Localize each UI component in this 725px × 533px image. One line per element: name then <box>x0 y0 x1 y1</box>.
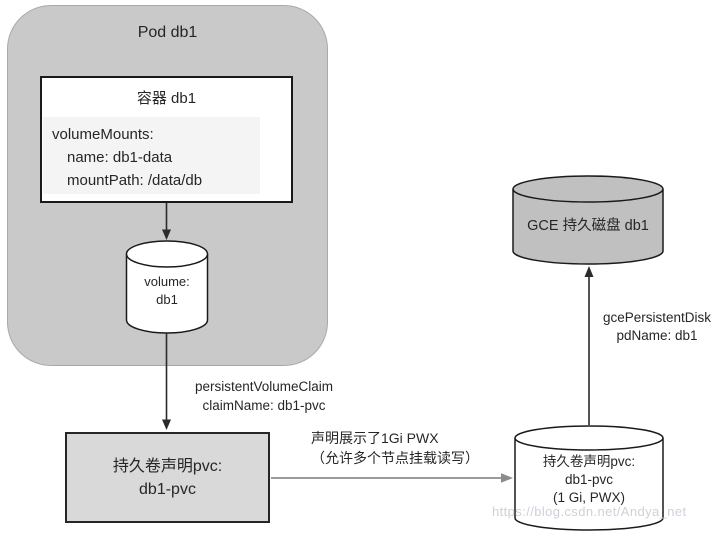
pv-cylinder-label: 持久卷声明pvc: db1-pvc (1 Gi, PWX) <box>519 453 659 507</box>
pv-cylinder-line2: db1-pvc <box>564 472 614 487</box>
gce-edge-label: gcePersistentDisk pdName: db1 <box>591 309 723 344</box>
pod-title: Pod db1 <box>137 24 198 41</box>
pvc-box-line2: db1-pvc <box>139 480 196 498</box>
bind-edge-line1: 声明展示了1Gi PWX <box>311 430 439 446</box>
arrow-pvc-to-pv <box>271 473 513 483</box>
pvc-box: 持久卷声明pvc: db1-pvc <box>65 432 270 523</box>
volume-mounts-box: volumeMounts: name: db1-data mountPath: … <box>43 117 260 194</box>
gce-edge-line1: gcePersistentDisk <box>602 310 712 325</box>
volume-mounts-line2: name: db1-data <box>67 149 173 166</box>
pv-cylinder-line1: 持久卷声明pvc: <box>542 454 636 469</box>
pvc-claim-line1: persistentVolumeClaim <box>194 379 334 394</box>
gce-edge-line2: pdName: db1 <box>616 327 698 343</box>
container-title: 容器 db1 <box>136 90 197 107</box>
volume-label-line2: db1 <box>156 292 178 307</box>
gce-cylinder-label: GCE 持久磁盘 db1 <box>527 218 649 234</box>
bind-edge-line2: （允许多个节点挂载读写） <box>311 450 479 466</box>
volume-cylinder-label: volume: db1 <box>127 273 207 309</box>
volume-label-line1: volume: <box>144 274 190 289</box>
bind-edge-label: 声明展示了1Gi PWX （允许多个节点挂载读写） <box>311 428 521 468</box>
pvc-claim-edge-label: persistentVolumeClaim claimName: db1-pvc <box>179 377 349 415</box>
volume-mounts-line3: mountPath: /data/db <box>67 172 203 189</box>
pvc-claim-line2: claimName: db1-pvc <box>202 398 326 413</box>
watermark-text: https://blog.csdn.net/Andya_net <box>492 504 687 519</box>
volume-mounts-line1: volumeMounts: <box>52 126 154 143</box>
pvc-box-line1: 持久卷声明pvc: <box>112 457 223 475</box>
arrow-pv-to-gce <box>584 266 594 425</box>
pv-cylinder-line3: (1 Gi, PWX) <box>552 490 625 505</box>
